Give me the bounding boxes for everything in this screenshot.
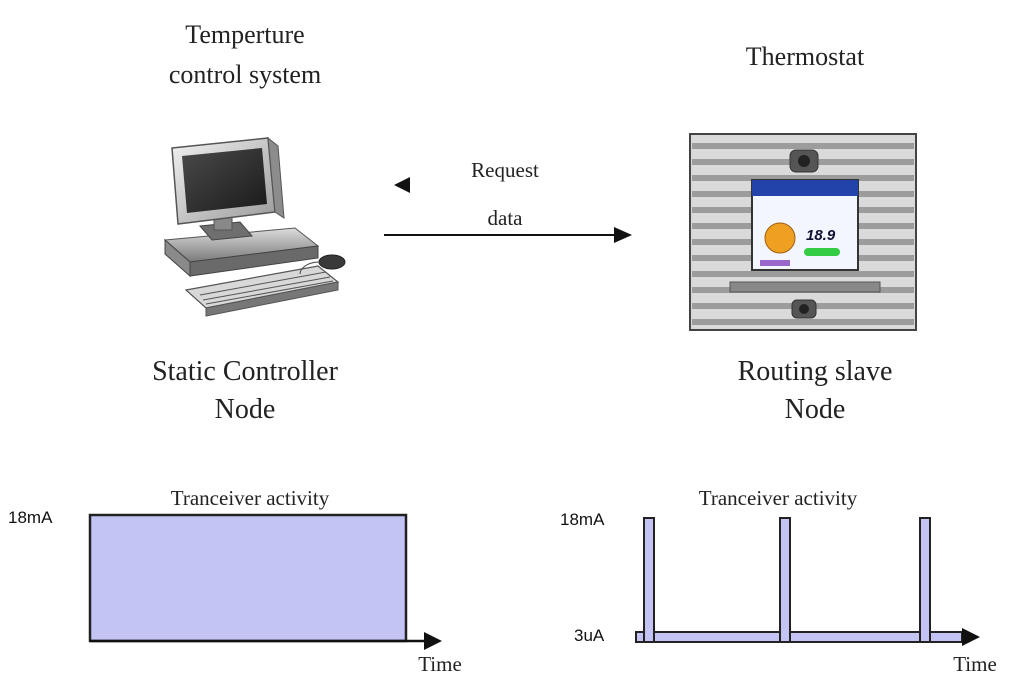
- left-title-line2: control system: [168, 60, 322, 89]
- right-x-label: Time: [953, 652, 997, 676]
- left-title-line1: Temperture: [185, 20, 305, 49]
- left-y-high-label: 18mA: [8, 508, 53, 527]
- right-y-low-label: 3uA: [574, 626, 605, 645]
- left-node-line2: Node: [214, 394, 276, 425]
- right-baseline-band: [635, 631, 963, 643]
- desktop-computer-icon: [163, 136, 346, 317]
- request-arrow: [394, 177, 410, 193]
- message-label-line1: Request: [471, 158, 539, 182]
- right-y-high-label: 18mA: [560, 510, 605, 529]
- right-plot-title: Tranceiver activity: [698, 486, 858, 510]
- left-x-label: Time: [418, 652, 462, 676]
- right-activity-plot: [635, 517, 980, 646]
- right-pulse: [779, 517, 791, 643]
- left-activity-plot: [88, 513, 442, 650]
- right-pulse: [919, 517, 931, 643]
- right-time-arrowhead: [962, 628, 980, 646]
- left-activity-block: [88, 513, 408, 643]
- right-title: Thermostat: [745, 42, 865, 71]
- data-arrow: [384, 227, 632, 243]
- left-time-arrowhead: [424, 632, 442, 650]
- message-label-line2: data: [487, 206, 523, 230]
- thermostat-reading: 18.9: [806, 227, 836, 244]
- right-pulse: [643, 517, 655, 643]
- right-node-line1: Routing slave: [737, 356, 893, 387]
- thermostat-icon: 18.9: [689, 133, 917, 331]
- left-plot-title: Tranceiver activity: [170, 486, 330, 510]
- right-node-line2: Node: [784, 394, 846, 425]
- left-node-line1: Static Controller: [152, 356, 338, 387]
